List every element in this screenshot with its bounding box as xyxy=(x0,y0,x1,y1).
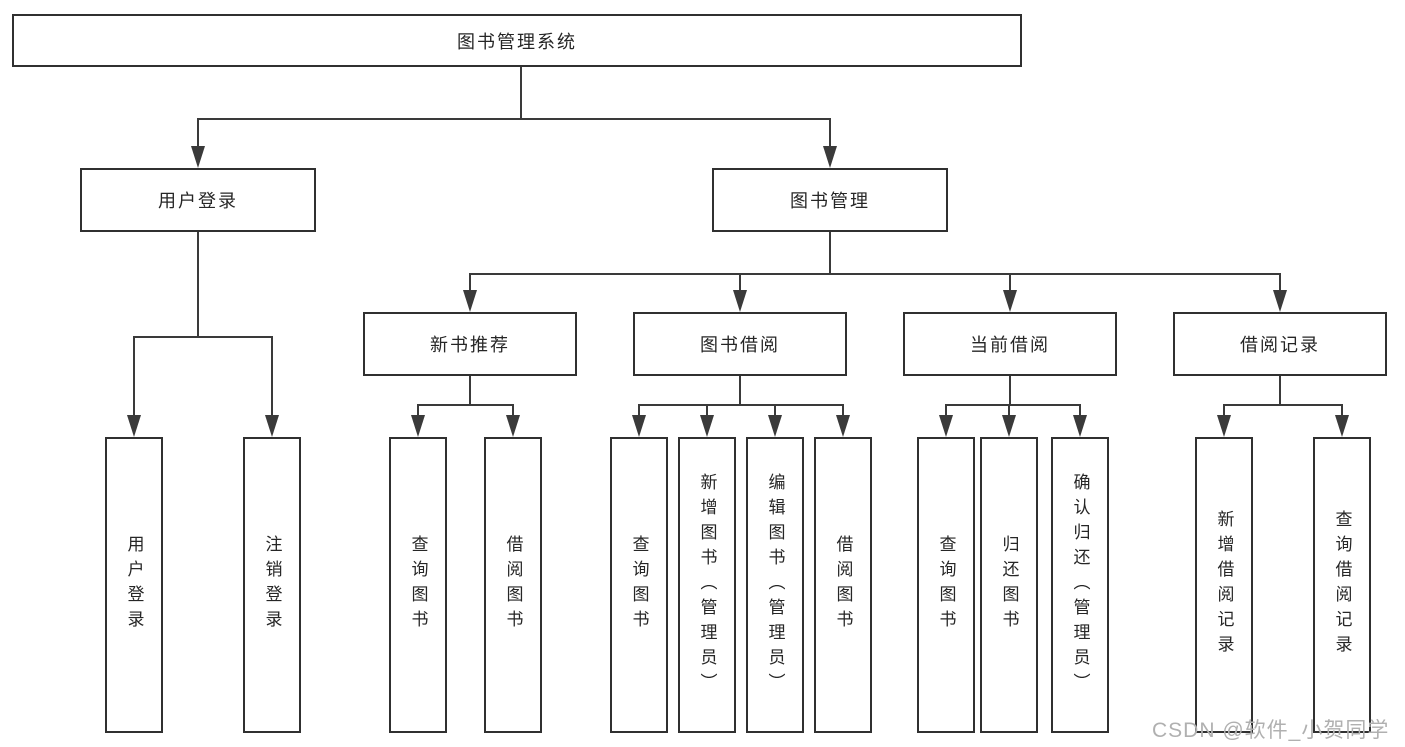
node-book-borrowing-label: 图书借阅 xyxy=(700,335,780,355)
connector-line xyxy=(739,376,741,404)
node-borrowing-records: 借阅记录 xyxy=(1173,312,1387,376)
connector-line xyxy=(706,404,708,416)
arrow-down-icon xyxy=(1002,415,1016,437)
leaf-confirm-return-admin: 确认归还（管理员） xyxy=(1051,437,1109,733)
node-book-management-label: 图书管理 xyxy=(790,191,870,211)
arrow-down-icon xyxy=(127,415,141,437)
leaf-user-login-label: 用户登录 xyxy=(124,535,144,635)
arrow-down-icon xyxy=(506,415,520,437)
arrow-down-icon xyxy=(265,415,279,437)
connector-line xyxy=(945,404,947,416)
leaf-edit-books-admin: 编辑图书（管理员） xyxy=(746,437,804,733)
connector-line xyxy=(739,273,741,291)
connector-line xyxy=(133,336,135,416)
leaf-query-books-borrowing-label: 查询图书 xyxy=(629,535,649,635)
leaf-query-borrow-record: 查询借阅记录 xyxy=(1313,437,1371,733)
arrow-down-icon xyxy=(1073,415,1087,437)
leaf-logout: 注销登录 xyxy=(243,437,301,733)
connector-line xyxy=(197,118,831,120)
node-user-login: 用户登录 xyxy=(80,168,316,232)
arrow-down-icon xyxy=(1217,415,1231,437)
arrow-down-icon xyxy=(700,415,714,437)
leaf-return-books: 归还图书 xyxy=(980,437,1038,733)
connector-line xyxy=(638,404,844,406)
connector-line xyxy=(1079,404,1081,416)
leaf-borrow-books: 借阅图书 xyxy=(814,437,872,733)
connector-line xyxy=(417,404,514,406)
connector-line xyxy=(197,118,199,148)
arrow-down-icon xyxy=(1003,290,1017,312)
connector-line xyxy=(1279,376,1281,404)
arrow-down-icon xyxy=(836,415,850,437)
arrow-down-icon xyxy=(191,146,205,168)
connector-line xyxy=(469,273,471,291)
leaf-borrow-books-label: 借阅图书 xyxy=(833,535,853,635)
connector-line xyxy=(945,404,1081,406)
arrow-down-icon xyxy=(733,290,747,312)
arrow-down-icon xyxy=(768,415,782,437)
watermark: CSDN @软件_小贺同学 xyxy=(1152,719,1390,742)
connector-line xyxy=(197,232,199,336)
connector-line xyxy=(512,404,514,416)
connector-line xyxy=(1279,273,1281,291)
leaf-add-books-admin-label: 新增图书（管理员） xyxy=(697,472,717,698)
leaf-borrow-books-recommend: 借阅图书 xyxy=(484,437,542,733)
node-book-management: 图书管理 xyxy=(712,168,948,232)
node-new-book-recommend-label: 新书推荐 xyxy=(430,335,510,355)
leaf-confirm-return-admin-label: 确认归还（管理员） xyxy=(1070,472,1090,698)
leaf-query-borrow-record-label: 查询借阅记录 xyxy=(1332,510,1352,660)
connector-line xyxy=(1009,273,1011,291)
connector-line xyxy=(520,67,522,118)
connector-line xyxy=(638,404,640,416)
connector-line xyxy=(469,376,471,404)
leaf-return-books-label: 归还图书 xyxy=(999,535,1019,635)
arrow-down-icon xyxy=(411,415,425,437)
node-borrowing-records-label: 借阅记录 xyxy=(1240,335,1320,355)
connector-line xyxy=(1223,404,1343,406)
arrow-down-icon xyxy=(632,415,646,437)
leaf-add-borrow-record-label: 新增借阅记录 xyxy=(1214,510,1234,660)
node-new-book-recommend: 新书推荐 xyxy=(363,312,577,376)
leaf-borrow-books-recommend-label: 借阅图书 xyxy=(503,535,523,635)
leaf-query-books-current-label: 查询图书 xyxy=(936,535,956,635)
arrow-down-icon xyxy=(463,290,477,312)
node-root: 图书管理系统 xyxy=(12,14,1022,67)
node-current-borrowing-label: 当前借阅 xyxy=(970,335,1050,355)
node-root-label: 图书管理系统 xyxy=(457,31,577,52)
node-book-borrowing: 图书借阅 xyxy=(633,312,847,376)
leaf-query-books-borrowing: 查询图书 xyxy=(610,437,668,733)
connector-line xyxy=(842,404,844,416)
arrow-down-icon xyxy=(1335,415,1349,437)
connector-line xyxy=(271,336,273,416)
leaf-query-books-recommend: 查询图书 xyxy=(389,437,447,733)
connector-line xyxy=(829,232,831,273)
connector-line xyxy=(133,336,273,338)
node-user-login-label: 用户登录 xyxy=(158,191,238,211)
arrow-down-icon xyxy=(823,146,837,168)
connector-line xyxy=(1009,376,1011,404)
arrow-down-icon xyxy=(939,415,953,437)
arrow-down-icon xyxy=(1273,290,1287,312)
leaf-logout-label: 注销登录 xyxy=(262,535,282,635)
leaf-query-books-current: 查询图书 xyxy=(917,437,975,733)
leaf-edit-books-admin-label: 编辑图书（管理员） xyxy=(765,472,785,698)
leaf-user-login: 用户登录 xyxy=(105,437,163,733)
connector-line xyxy=(1223,404,1225,416)
connector-line xyxy=(469,273,1281,275)
connector-line xyxy=(1008,404,1010,416)
leaf-add-borrow-record: 新增借阅记录 xyxy=(1195,437,1253,733)
connector-line xyxy=(1341,404,1343,416)
connector-line xyxy=(417,404,419,416)
connector-line xyxy=(829,118,831,148)
leaf-add-books-admin: 新增图书（管理员） xyxy=(678,437,736,733)
leaf-query-books-recommend-label: 查询图书 xyxy=(408,535,428,635)
connector-line xyxy=(774,404,776,416)
node-current-borrowing: 当前借阅 xyxy=(903,312,1117,376)
